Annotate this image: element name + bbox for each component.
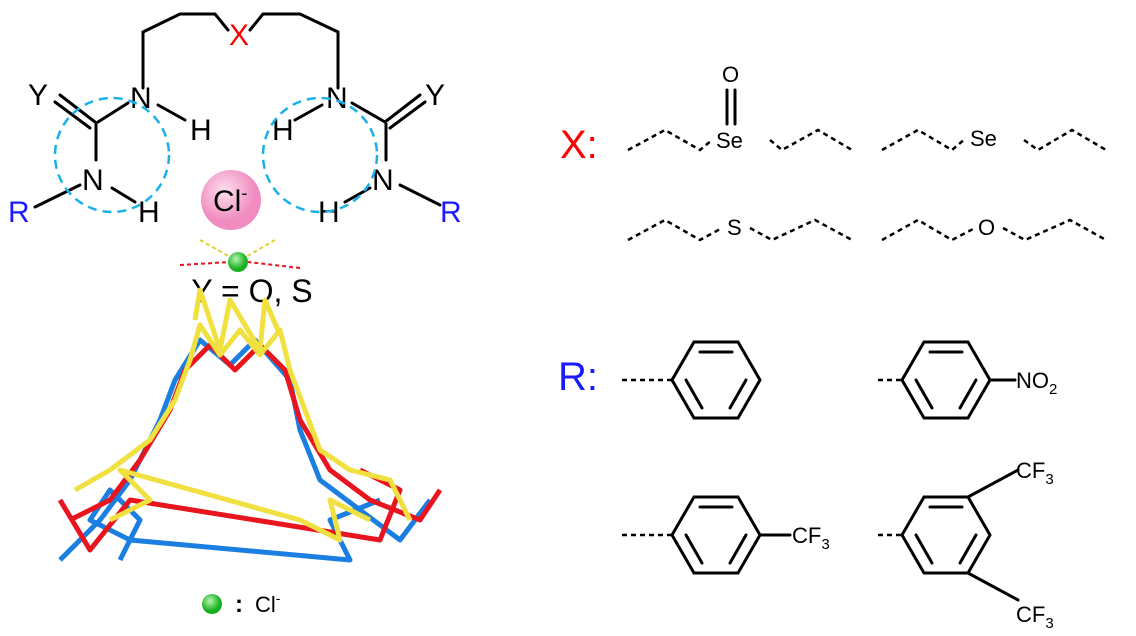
3d-model-overlay [57, 239, 443, 614]
x-sulfide: S [627, 215, 853, 242]
r-atom: R [8, 196, 30, 229]
hbond-circle [53, 96, 171, 214]
h-atom: H [190, 114, 212, 147]
n-atom: N [82, 164, 104, 197]
h-atom: H [272, 114, 294, 147]
r-atom: R [440, 196, 462, 229]
hbond-circle [261, 96, 379, 214]
svg-text:O: O [722, 62, 739, 87]
y-atom: Y [28, 79, 48, 112]
n-atom: N [326, 82, 348, 115]
svg-text:CF3: CF3 [792, 523, 830, 553]
x-selenoxide: Se O [627, 62, 853, 153]
svg-text:NO2: NO2 [1016, 368, 1057, 398]
r-trifluoromethylphenyl: CF3 [622, 495, 830, 575]
receptor-structure: X N H Y N H R N H Y N H R Cl- Y = [8, 12, 462, 309]
chloride-legend-ball [202, 594, 222, 614]
n-atom: N [372, 164, 394, 197]
n-atom: N [130, 82, 152, 115]
h-atom: H [138, 196, 160, 229]
x-ether: O [881, 215, 1107, 242]
r-panel-label: R: [558, 355, 598, 399]
legend-separator: : [235, 591, 243, 618]
svg-text:Se: Se [716, 128, 743, 153]
r-bis-trifluoromethylphenyl: CF3 CF3 [878, 458, 1054, 632]
svg-text:Se: Se [970, 126, 997, 151]
chloride-ball [228, 252, 248, 272]
x-label: X [229, 19, 249, 52]
y-atom: Y [425, 79, 445, 112]
legend-chloride-label: Cl- [255, 590, 281, 617]
r-nitrophenyl: NO2 [878, 340, 1057, 420]
svg-text:CF3: CF3 [1016, 602, 1054, 632]
chloride-label: Cl- [213, 183, 247, 218]
svg-text:O: O [978, 215, 995, 240]
svg-text:S: S [727, 215, 742, 240]
r-phenyl [622, 340, 762, 420]
svg-text:CF3: CF3 [1016, 458, 1054, 488]
x-panel-label: X: [560, 123, 598, 167]
chloride-sphere [201, 170, 261, 230]
y-definition: Y = O, S [191, 273, 312, 309]
x-selenide: Se [881, 126, 1107, 152]
